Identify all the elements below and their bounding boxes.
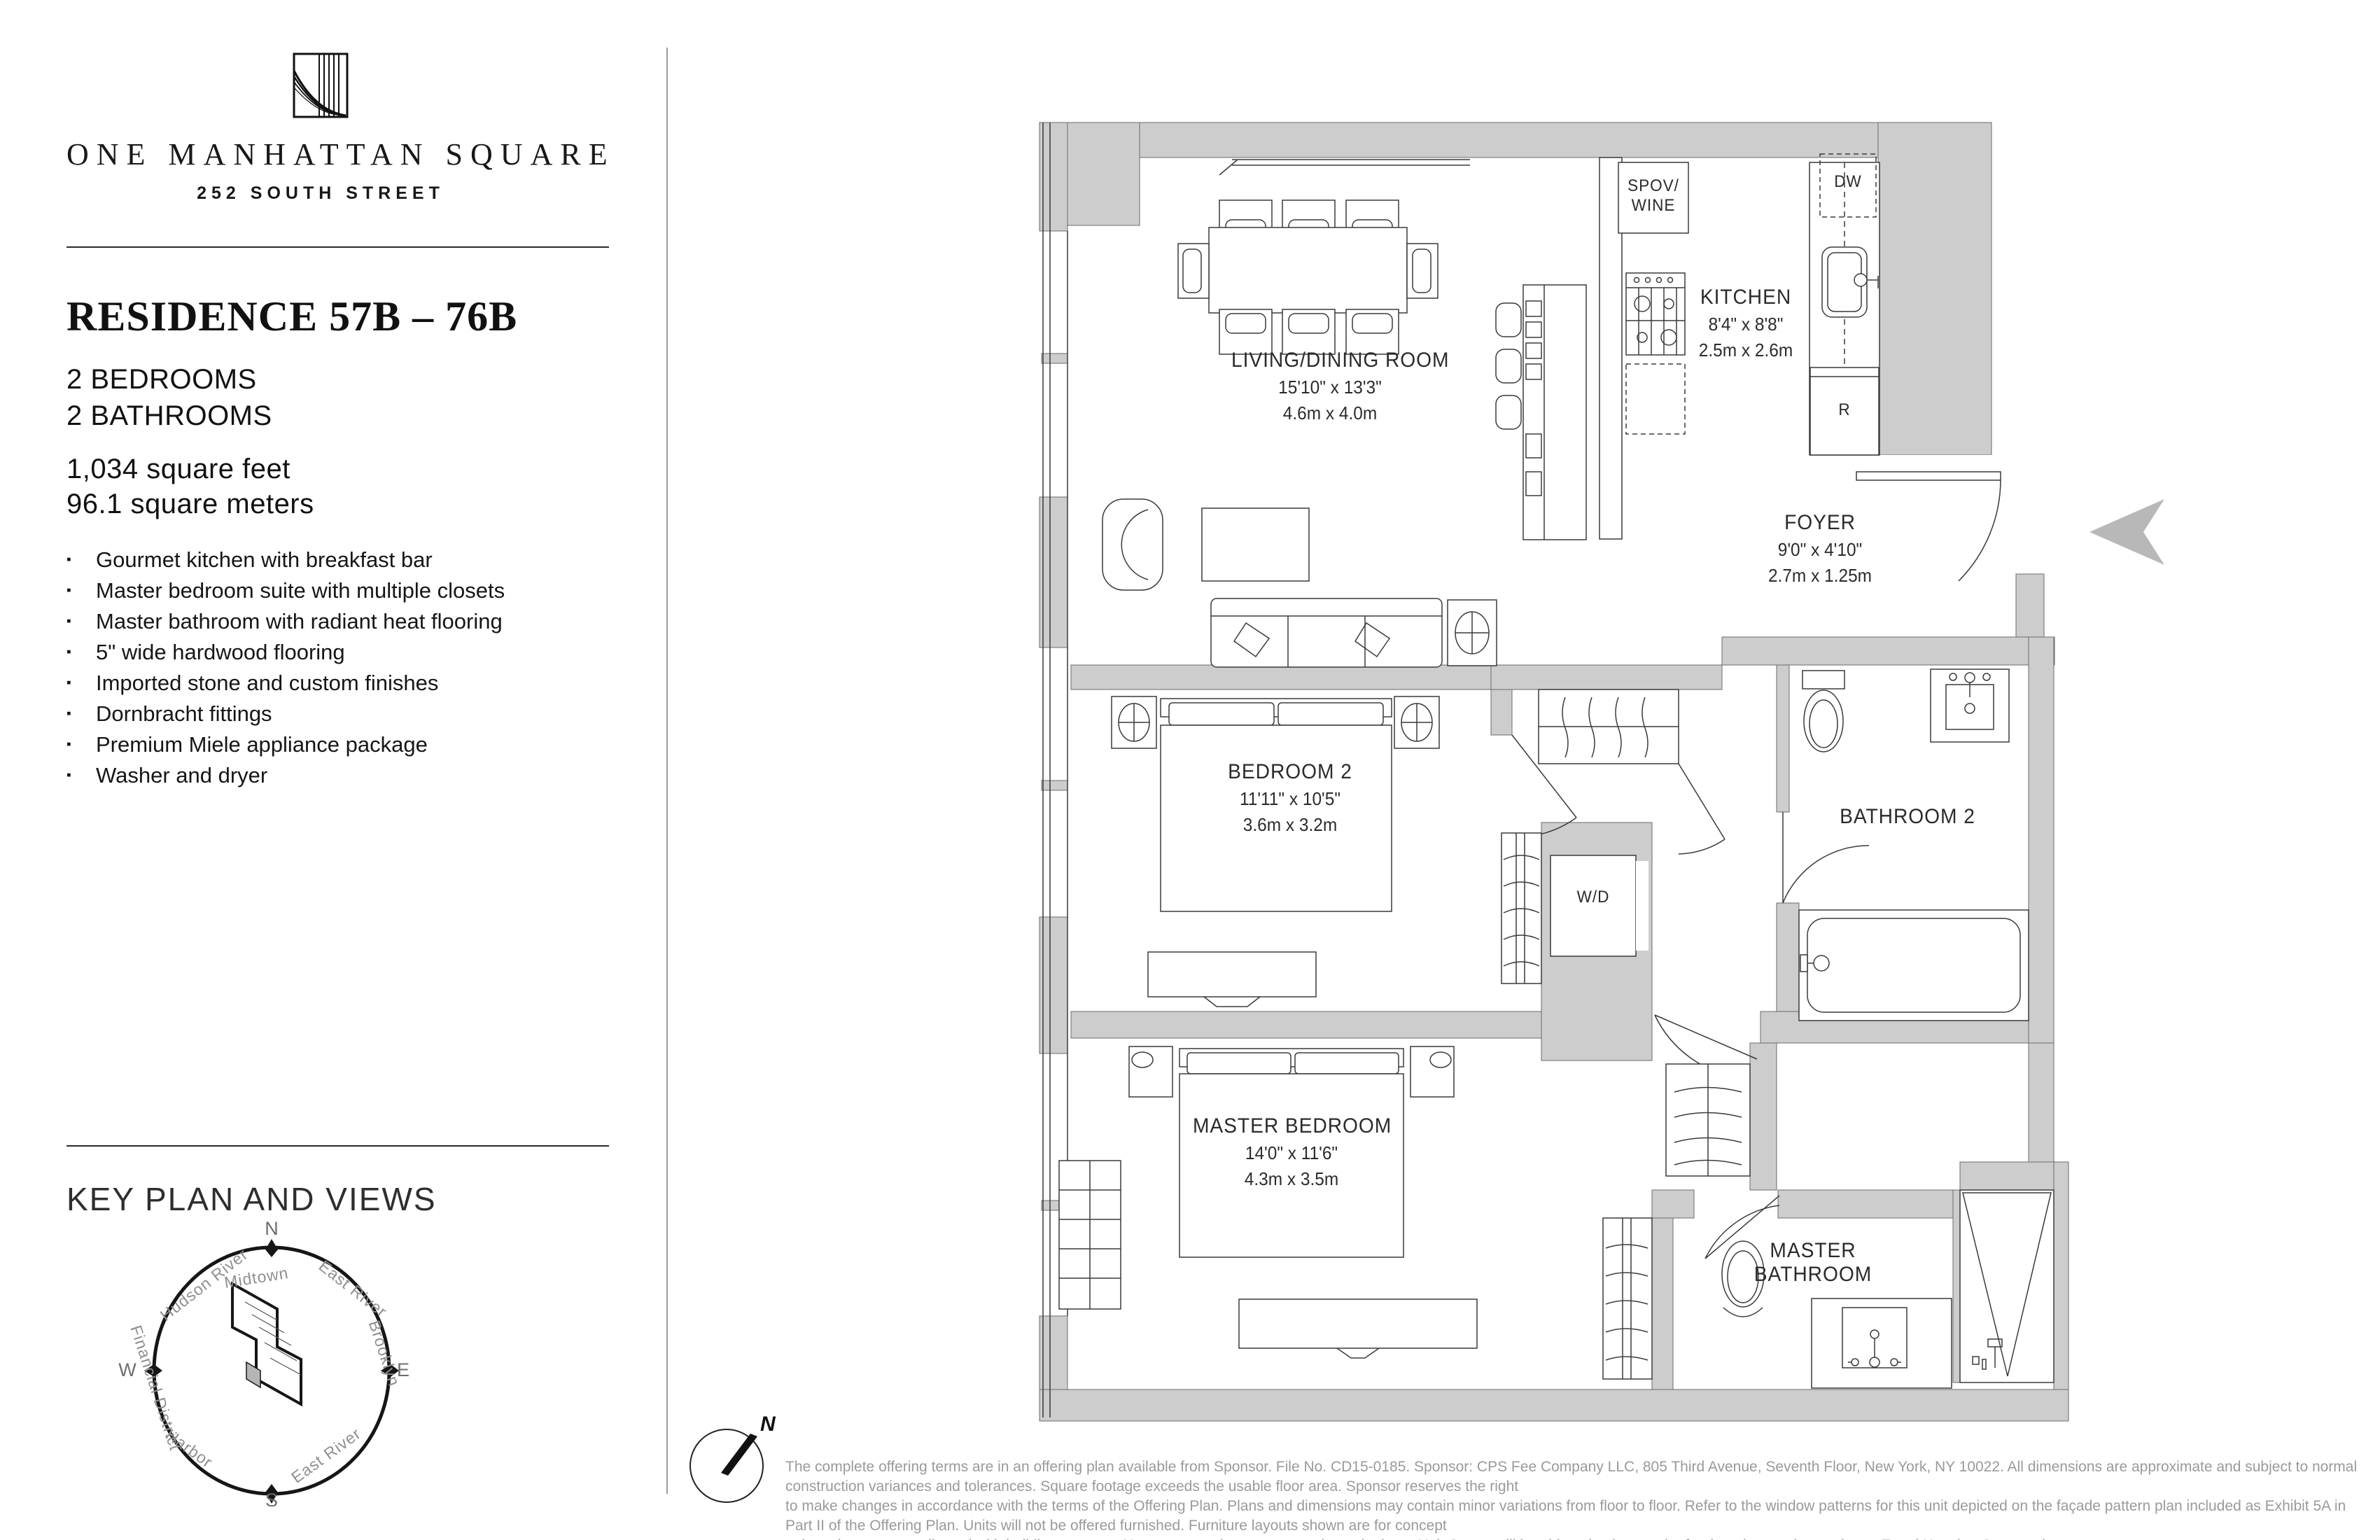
residence-bathrooms: 2 BATHROOMS: [66, 400, 272, 431]
feature-text: 5" wide hardwood flooring: [96, 640, 345, 664]
appliance-label-washer-dryer: W/D: [1576, 888, 1610, 906]
bullet-icon: ▪: [66, 737, 71, 752]
keyplan-title: KEY PLAN AND VIEWS: [66, 1181, 437, 1217]
compass-s-label: S: [265, 1490, 278, 1511]
brand-address: 252 SOUTH STREET: [197, 183, 444, 203]
disclaimer-line: The complete offering terms are in an of…: [785, 1459, 2358, 1494]
bullet-icon: ▪: [66, 583, 71, 598]
room-dim-ft: 15'10" x 13'3": [1278, 377, 1382, 398]
divider-rule-top: [66, 246, 609, 248]
room-dim-m: 4.6m x 4.0m: [1282, 402, 1378, 424]
north-letter: N: [760, 1413, 776, 1436]
room-label-kitchen: KITCHEN 8'4" x 8'8" 2.5m x 2.6m: [1653, 286, 1837, 361]
room-dim-m: 4.3m x 3.5m: [1244, 1168, 1339, 1189]
residence-area-sqm: 96.1 square meters: [66, 489, 314, 519]
room-name: MASTER BEDROOM: [1193, 1114, 1392, 1138]
room-label-foyer: FOYER 9'0" x 4'10" 2.7m x 1.25m: [1725, 511, 1916, 587]
feature-text: Premium Miele appliance package: [96, 732, 428, 757]
residence-bedrooms: 2 BEDROOMS: [66, 364, 257, 395]
list-item: ▪ Dornbracht fittings: [66, 699, 584, 729]
bullet-icon: ▪: [66, 614, 71, 629]
disclaimer-line: to make changes in accordance with the t…: [785, 1498, 2346, 1534]
feature-text: Dornbracht fittings: [96, 701, 272, 726]
room-label-master-bedroom: MASTER BEDROOM 14'0" x 11'6" 4.3m x 3.5m: [1193, 1114, 1392, 1190]
list-item: ▪ Master bathroom with radiant heat floor…: [66, 606, 584, 637]
spdoven-line2: WINE: [1631, 196, 1676, 215]
window-wall: [1042, 122, 1068, 1418]
room-dim-ft: 9'0" x 4'10": [1777, 539, 1863, 560]
room-name: KITCHEN: [1700, 286, 1792, 309]
room-label-living-dining: LIVING/DINING ROOM 15'10" x 13'3" 4.6m x…: [1231, 349, 1450, 424]
vertical-divider: [666, 48, 668, 1494]
room-dim-m: 3.6m x 3.2m: [1242, 814, 1338, 835]
room-name: BEDROOM 2: [1228, 760, 1352, 783]
list-item: ▪ 5" wide hardwood flooring: [66, 637, 584, 668]
feature-text: Imported stone and custom finishes: [96, 671, 439, 695]
divider-rule-keyplan: [66, 1145, 609, 1147]
compass-e-label: E: [396, 1359, 410, 1380]
brand-name: ONE MANHATTAN SQUARE: [66, 137, 615, 172]
room-dim-m: 2.5m x 2.6m: [1698, 340, 1793, 360]
residence-area-sqft: 1,034 square feet: [66, 454, 290, 484]
disclaimer-line: only and are not coordinated with buildi…: [785, 1536, 2364, 1540]
bullet-icon: ▪: [66, 706, 71, 721]
feature-text: Master bedroom suite with multiple close…: [96, 578, 505, 603]
feature-list: ▪ Gourmet kitchen with breakfast bar ▪ Mas…: [66, 545, 584, 791]
room-name-line1: MASTER: [1770, 1239, 1856, 1262]
room-name-line2: BATHROOM: [1754, 1263, 1872, 1286]
appliance-label-refrigerator: R: [1838, 400, 1851, 419]
list-item: ▪ Imported stone and custom finishes: [66, 668, 584, 699]
entry-door: [1855, 455, 2016, 582]
bullet-icon: ▪: [66, 768, 71, 783]
disclaimer: The complete offering terms are in an of…: [785, 1457, 2364, 1540]
room-label-bathroom-2: BATHROOM 2: [1815, 805, 1999, 829]
feature-text: Gourmet kitchen with breakfast bar: [96, 547, 433, 572]
spdoven-line1: SPOV/: [1628, 176, 1679, 195]
bullet-icon: ▪: [66, 676, 71, 690]
list-item: ▪ Washer and dryer: [66, 760, 584, 791]
room-label-bedroom-2: BEDROOM 2 11'11" x 10'5" 3.6m x 3.2m: [1191, 760, 1389, 836]
floorplan-drawing: [1039, 122, 2164, 1422]
north-compass-icon: [690, 1429, 764, 1503]
appliance-label-spdoven-wine: SPOV/ WINE: [1620, 176, 1686, 216]
room-dim-ft: 14'0" x 11'6": [1245, 1142, 1338, 1163]
bullet-icon: ▪: [66, 552, 71, 567]
list-item: ▪ Master bedroom suite with multiple clos…: [66, 575, 584, 606]
room-name: BATHROOM 2: [1840, 805, 1975, 828]
list-item: ▪ Premium Miele appliance package: [66, 729, 584, 760]
room-dim-ft: 8'4" x 8'8": [1708, 314, 1784, 335]
room-dim-m: 2.7m x 1.25m: [1768, 565, 1872, 586]
feature-text: Master bathroom with radiant heat floori…: [96, 609, 503, 634]
compass-n-label: N: [265, 1218, 279, 1239]
feature-text: Washer and dryer: [96, 763, 268, 788]
brand-logo-icon: [293, 52, 349, 118]
room-name: FOYER: [1784, 511, 1856, 534]
keyplan-compass-icon: [144, 1239, 399, 1504]
residence-title: RESIDENCE 57B – 76B: [66, 293, 518, 340]
brand-block: ONE MANHATTAN SQUARE 252 SOUTH STREET: [66, 52, 615, 204]
list-item: ▪ Gourmet kitchen with breakfast bar: [66, 545, 584, 575]
room-dim-ft: 11'11" x 10'5": [1239, 788, 1340, 809]
entry-arrow-icon: [2090, 499, 2164, 565]
appliance-label-dishwasher: DW: [1834, 172, 1862, 191]
bullet-icon: ▪: [66, 645, 71, 659]
compass-w-label: W: [118, 1359, 136, 1380]
room-name: LIVING/DINING ROOM: [1231, 349, 1450, 372]
room-label-master-bathroom: MASTER BATHROOM: [1721, 1239, 1905, 1287]
plan-furniture: [1058, 153, 2054, 1389]
